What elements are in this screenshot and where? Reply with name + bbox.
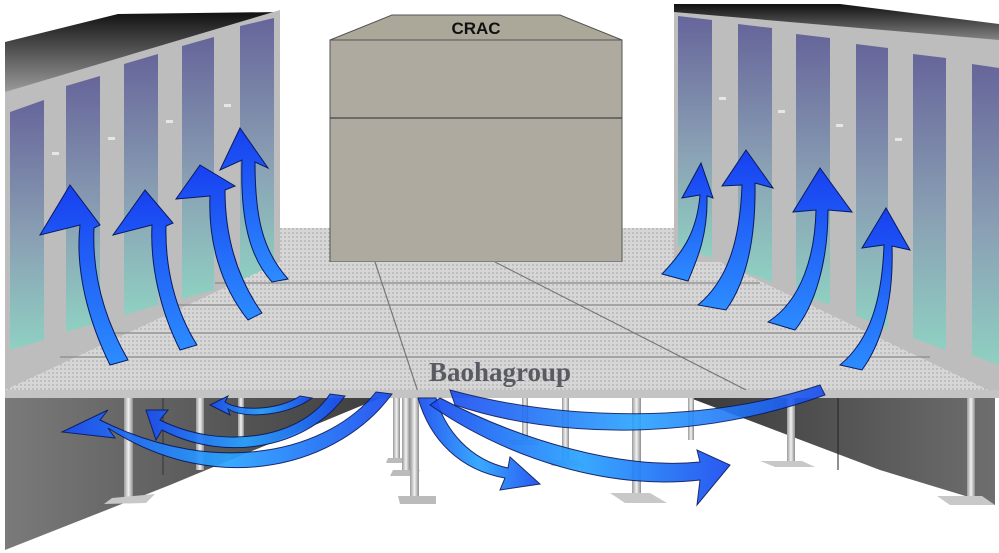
airflow-arrow-up xyxy=(696,149,775,311)
floor-tile-line xyxy=(374,261,419,393)
airflow-arrow-right-down xyxy=(417,397,542,491)
airflow-arrow-up xyxy=(766,167,854,331)
pedestal xyxy=(610,398,667,503)
crac-body xyxy=(329,39,623,263)
rising-airflow-right xyxy=(661,149,911,371)
crac-unit: CRAC xyxy=(329,14,623,263)
floor-tile-line xyxy=(494,261,751,393)
airflow-arrow-up xyxy=(218,127,289,283)
right-rack-door-5 xyxy=(913,54,946,350)
rising-airflow-left xyxy=(38,127,289,366)
airflow-arrow-right-upper xyxy=(449,384,826,431)
pedestal xyxy=(937,398,995,505)
right-rack-handle xyxy=(836,124,843,127)
plenum-right-wall xyxy=(690,398,995,505)
left-rack-handle xyxy=(108,137,115,140)
airflow-arrow-up xyxy=(661,161,714,282)
right-rack-handle xyxy=(895,138,902,141)
left-rack-handle xyxy=(166,120,173,123)
watermark-text: Baohagroup xyxy=(429,357,571,387)
pedestal xyxy=(238,398,244,438)
airflow-arrow-left-long xyxy=(60,391,393,469)
pedestal xyxy=(104,398,155,504)
left-rack-handle xyxy=(52,152,59,155)
pedestal xyxy=(398,398,436,504)
right-rack-door-4 xyxy=(856,44,888,328)
airflow-arrow-right-long xyxy=(429,397,731,507)
right-rack-top xyxy=(674,4,999,42)
airflow-arrow-up xyxy=(38,184,129,366)
left-rack-door-1 xyxy=(10,100,44,350)
airflow-arrow-left-mid xyxy=(145,393,346,449)
airflow-arrow-left-short xyxy=(208,394,314,416)
pedestal xyxy=(760,398,815,467)
airflow-arrow-up xyxy=(838,207,911,371)
right-rack-handle xyxy=(778,110,785,113)
floor-surface xyxy=(5,262,999,398)
airflow-arrow-up xyxy=(174,164,263,321)
underfloor-airflow xyxy=(60,384,826,507)
left-rack-door-3 xyxy=(124,54,158,315)
right-rack-door-6 xyxy=(972,64,999,365)
crac-label: CRAC xyxy=(451,19,500,38)
raised-floor xyxy=(5,261,999,398)
right-rack-handle xyxy=(719,97,726,100)
left-rack-handle xyxy=(224,104,231,107)
airflow-arrow-up xyxy=(111,189,198,351)
floor-edge xyxy=(5,390,999,398)
